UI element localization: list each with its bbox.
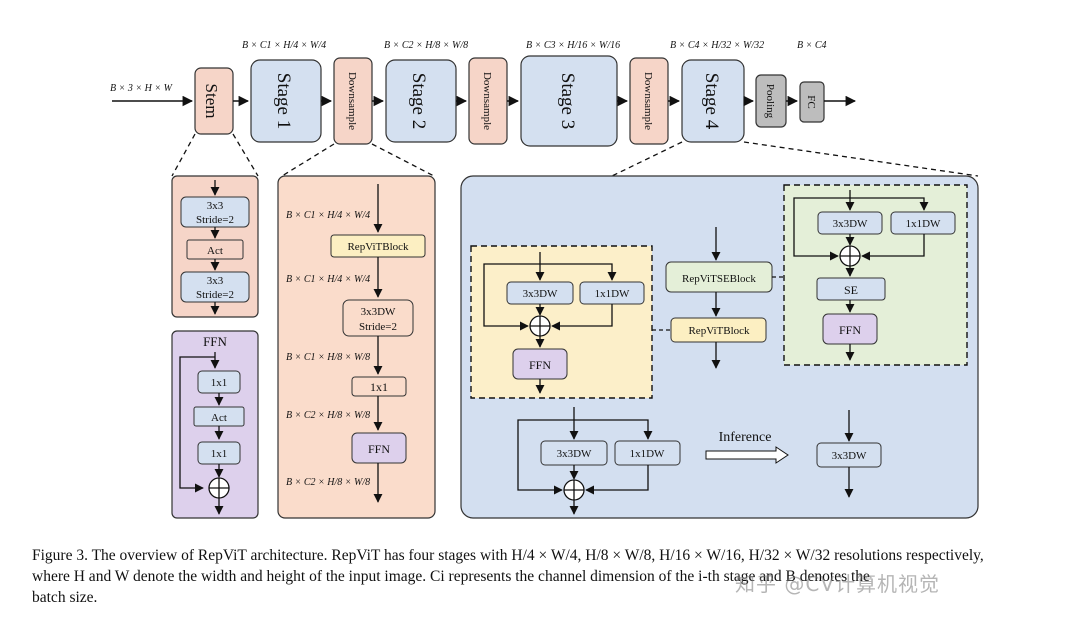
- green-3x3dw-label: 3x3DW: [833, 218, 868, 230]
- ffn-l2-label: 1x1: [211, 448, 228, 460]
- green-1x1dw-label: 1x1DW: [906, 218, 941, 230]
- green-se-box: [816, 277, 886, 301]
- stem-conv2-kernel: 3x3: [207, 275, 224, 287]
- green-1x1dw-box: [890, 211, 956, 235]
- bottom-1x1dw-label: 1x1DW: [630, 448, 665, 460]
- ds-dim-1: B × C1 × H/4 × W/4: [286, 210, 370, 221]
- stem-act-label: Act: [207, 245, 223, 257]
- green-se-label: SE: [844, 283, 858, 297]
- inference-arrow-icon: [705, 446, 789, 464]
- stage-1-label: Stage 1: [273, 73, 294, 129]
- ffn-add-icon: [208, 477, 230, 499]
- yellow-1x1dw-label: 1x1DW: [595, 288, 630, 300]
- bottom-3x3dw-label: 3x3DW: [557, 448, 592, 460]
- dim-stage3: B × C3 × H/16 × W/16: [526, 40, 620, 51]
- watermark: 知乎 @CV计算机视觉: [735, 572, 941, 596]
- dim-stage2: B × C2 × H/8 × W/8: [384, 40, 468, 51]
- stage-3-label: Stage 3: [557, 73, 578, 129]
- downsample-2-label: Downsample: [481, 72, 493, 130]
- stage-4-label: Stage 4: [701, 73, 722, 130]
- yellow-ffn-label: FFN: [529, 358, 551, 372]
- input-dim-label: B × 3 × H × W: [110, 83, 174, 94]
- stem-conv1-kernel: 3x3: [207, 200, 224, 212]
- caption-line-3: batch size.: [32, 589, 98, 606]
- downsample-detail-panel: [277, 175, 436, 519]
- repvit-t-label: RepViTBlock: [688, 325, 750, 337]
- stem-conv2-stride: Stride=2: [196, 289, 234, 301]
- downsample-1-label: Downsample: [346, 72, 358, 130]
- ds-dim-4: B × C2 × H/8 × W/8: [286, 410, 370, 421]
- stage-2-label: Stage 2: [408, 73, 429, 129]
- ds-dim-2: B × C1 × H/4 × W/4: [286, 274, 370, 285]
- ds-repvit-label: RepViTBlock: [347, 241, 409, 253]
- downsample-3-label: Downsample: [642, 72, 654, 130]
- dim-stage1: B × C1 × H/4 × W/4: [242, 40, 326, 51]
- bottom-add-icon: [563, 479, 585, 501]
- ffn-detail-title: FFN: [203, 334, 227, 349]
- ds-dim-3: B × C1 × H/8 × W/8: [286, 352, 370, 363]
- green-ffn-label: FFN: [839, 323, 861, 337]
- pooling-label: Pooling: [764, 84, 776, 119]
- inference-label: Inference: [719, 430, 772, 445]
- dim-output: B × C4: [797, 40, 827, 51]
- ds-ffn-label: FFN: [368, 442, 390, 456]
- yellow-add-icon: [529, 315, 551, 337]
- ds-ffn-box: [351, 432, 407, 464]
- ds-dim-5: B × C2 × H/8 × W/8: [286, 477, 370, 488]
- caption-line-1: Figure 3. The overview of RepViT archite…: [32, 547, 984, 564]
- ffn-l1-label: 1x1: [211, 377, 228, 389]
- ds-pw-label: 1x1: [370, 380, 388, 394]
- figure-caption: Figure 3. The overview of RepViT archite…: [32, 545, 1062, 608]
- ds-dw-label: 3x3DW: [361, 306, 396, 318]
- stem-conv1-stride: Stride=2: [196, 214, 234, 226]
- repvit-se-label: RepViTSEBlock: [682, 273, 756, 285]
- ds-dw-stride: Stride=2: [359, 321, 397, 333]
- result-3x3dw-label: 3x3DW: [832, 450, 867, 462]
- stem-label: Stem: [202, 84, 221, 119]
- fc-block: [799, 81, 825, 123]
- caption-line-2: where H and W denote the width and heigh…: [32, 568, 870, 585]
- yellow-3x3dw-label: 3x3DW: [523, 288, 558, 300]
- green-add-icon: [839, 245, 861, 267]
- repvit-t-block: [670, 317, 767, 343]
- fc-label: FC: [805, 95, 817, 108]
- ffn-act-label: Act: [211, 412, 227, 424]
- ds-pw-box: [351, 376, 407, 397]
- dim-stage4: B × C4 × H/32 × W/32: [670, 40, 764, 51]
